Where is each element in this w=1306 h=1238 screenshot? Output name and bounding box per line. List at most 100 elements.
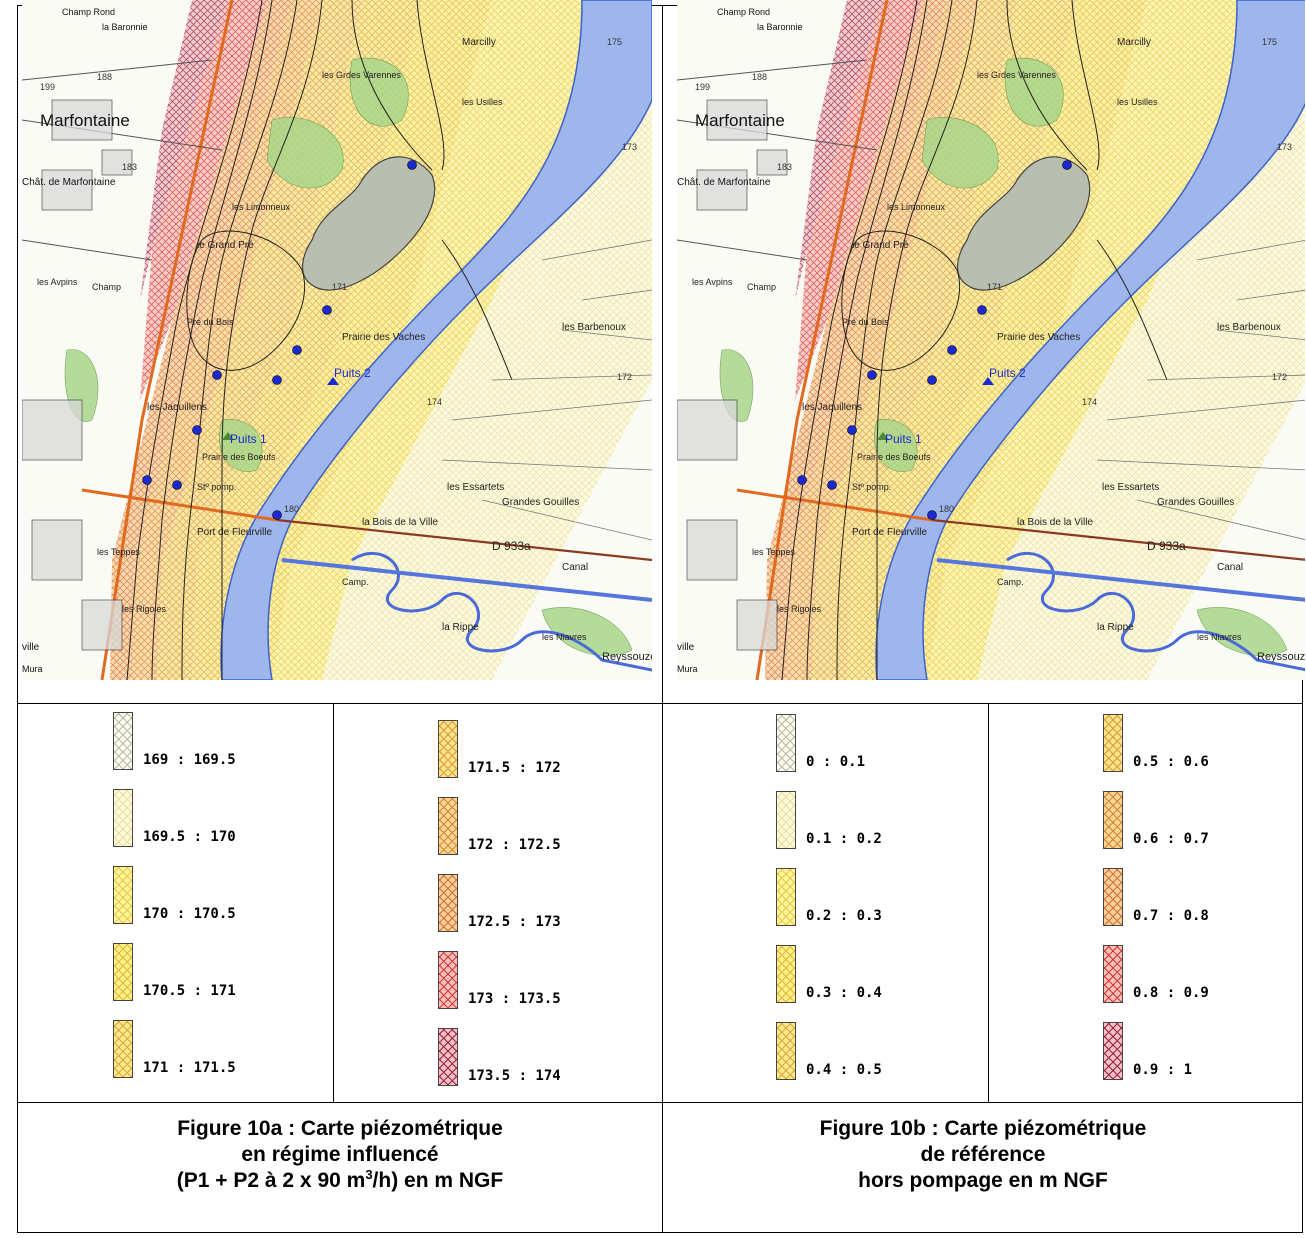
map-label-reyssouze: Reyssouze [1257,651,1305,663]
contour-line-5 [151,0,273,680]
map-label-elev-175: 175 [1262,37,1277,47]
legend-swatch [113,789,133,847]
caption-figure-10a: Figure 10a : Carte piézométrique en régi… [18,1116,662,1194]
map-label-mura: Mura [22,664,43,674]
map-label-elev-171: 171 [332,282,347,292]
map-label-elev-172: 172 [1272,372,1287,382]
parcel-line-1 [441,459,652,471]
legend-swatch [776,791,796,849]
canal [936,558,1305,602]
built-area-1 [51,99,113,141]
puits2-symbol [327,377,339,385]
built-area-3 [22,399,83,461]
built-area-3 [677,399,738,461]
caption-10a-superscript: 3 [365,1167,373,1182]
contour-line-8 [441,239,513,381]
map-label-elev-183: 183 [777,162,792,172]
map-label-elev-175: 175 [607,37,622,47]
map-label-marcilly: Marcilly [1117,37,1151,48]
legend-swatch [113,1020,133,1078]
map-label-port-fleurville: Port de Fleurville [852,527,927,538]
contour-line-1 [1071,0,1100,171]
legend-label: 0.1 : 0.2 [806,831,882,847]
legend-swatch [1103,791,1123,849]
legend-label: 173.5 : 174 [468,1068,561,1084]
caption-10b-line1: Figure 10b : Carte piézométrique [819,1117,1147,1140]
road-port [736,488,933,522]
parcel-line-5 [1236,289,1305,301]
map-label-avpins: les Avpins [692,277,733,287]
legend-label: 0.8 : 0.9 [1133,985,1209,1001]
map-label-canal: Canal [562,562,588,573]
map-label-puits1: Puits 1 [230,432,267,446]
map-label-camp: Camp. [997,577,1024,587]
caption-figure-10b: Figure 10b : Carte piézométrique de réfé… [663,1116,1303,1194]
map-label-canal: Canal [1217,562,1243,573]
contour-line-3 [221,0,323,680]
contour-line-3 [876,0,978,680]
legend-swatch [438,951,458,1009]
piezometer-dot-1 [1062,160,1072,170]
map-label-puits2: Puits 2 [334,366,371,380]
map-label-town: Marfontaine [695,111,785,130]
road-d933 [276,518,652,562]
map-label-stn-pomp: Stº pomp. [852,482,891,492]
legend-a-divider [333,703,334,1102]
map-label-puits2: Puits 2 [989,366,1026,380]
legend-label: 0.6 : 0.7 [1133,831,1209,847]
reyssouze-stream [1006,552,1305,672]
legend-caption-divider [17,1102,1303,1103]
map-label-niavres: les Niavres [1197,632,1242,642]
parcel-line-3 [451,399,652,421]
map-label-usilles: les Usilles [462,97,503,107]
contour-line-2 [1006,0,1088,171]
parcel-line-2 [1136,499,1305,540]
map-label-champ-rond: Champ Rond [717,7,770,17]
road-d933 [931,518,1305,561]
piezometer-dot-7 [192,425,202,435]
caption-10a-line3: (P1 + P2 à 2 x 90 m3/h) en m NGF [18,1168,662,1194]
piezometer-dot-2 [322,305,332,315]
legend-swatch [438,1028,458,1086]
legend-swatch [1103,1022,1123,1080]
map-label-elev-199: 199 [40,82,55,92]
road-port [81,488,278,522]
parcel-line-4 [541,239,652,261]
legend-label: 0.7 : 0.8 [1133,908,1209,924]
map-label-bois-ville: la Bois de la Ville [362,517,438,528]
piezometer-dot-6 [142,475,152,485]
built-area-5 [81,599,123,651]
piezometric-zone-7 [110,0,292,680]
legend-label: 0.4 : 0.5 [806,1062,882,1078]
map-label-pre-du-bois: Pré du Bois [842,317,889,327]
map-label-prairie-vaches: Prairie des Vaches [997,332,1080,343]
main-road [755,0,889,680]
contour-line-7 [841,230,961,371]
piezometer-dot-9 [927,510,937,520]
map-label-baronnie: la Baronnie [757,22,803,32]
parcel-line-2 [481,499,652,541]
legend-label: 170.5 : 171 [143,983,236,999]
forest-patch-5 [1196,607,1288,657]
map-label-grand-pre: le Grand Pré [852,240,909,251]
map-label-ville: ville [677,642,695,653]
caption-10a-line3-a: (P1 + P2 à 2 x 90 m [176,1169,366,1192]
legend-b-divider [988,703,989,1102]
piezometric-zone-8 [140,0,267,400]
map-label-elev-174: 174 [427,397,442,407]
main-road [100,0,234,680]
caption-10b-line3: hors pompage en m NGF [858,1169,1108,1192]
map-label-port-fleurville: Port de Fleurville [197,527,272,538]
puits1-symbol [877,432,889,440]
contour-line-5 [806,0,928,680]
map-label-mura: Mura [677,664,698,674]
map-label-grandes-gouilles: Grandes Gouilles [1157,497,1234,508]
legend-label: 172 : 172.5 [468,837,561,853]
map-label-barbenoux: les Barbenoux [1217,322,1281,333]
legend-label: 172.5 : 173 [468,914,561,930]
map-label-elev-172: 172 [617,372,632,382]
map-label-la-rippe: la Rippe [1097,622,1134,633]
